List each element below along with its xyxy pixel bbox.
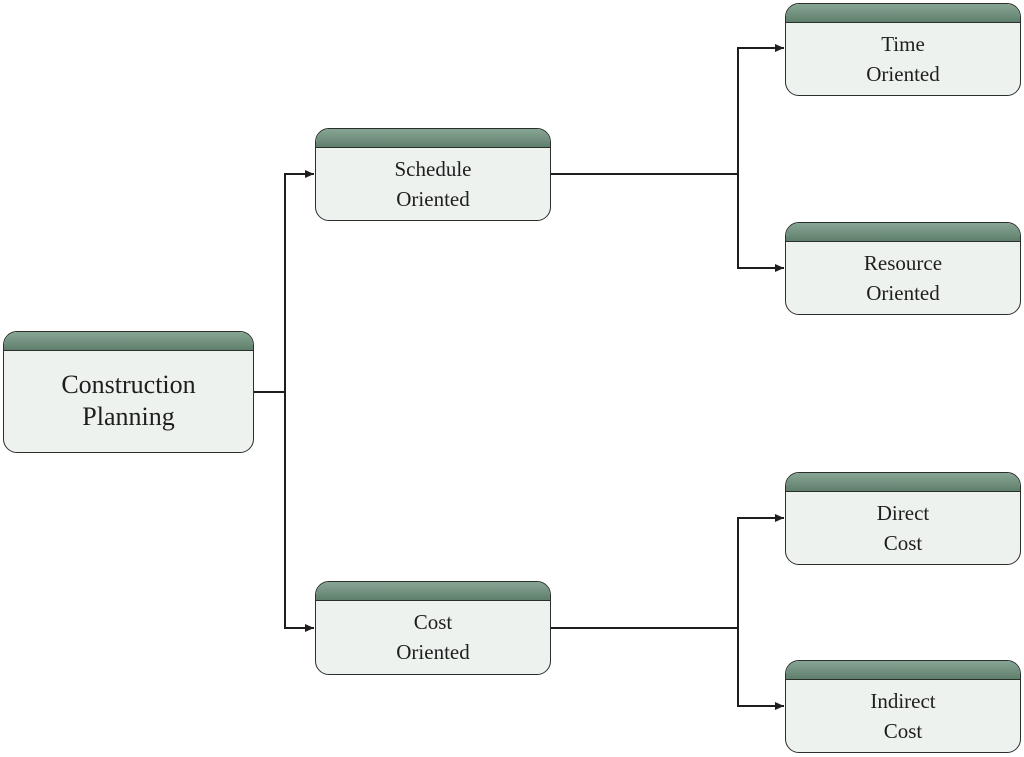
node-cost-oriented: Cost Oriented [315,581,551,675]
node-label-line: Oriented [396,640,470,664]
connector-schedule-to-resource [737,174,784,272]
node-construction-planning: Construction Planning [3,331,254,453]
node-header-band [316,582,550,601]
node-label: Resource Oriented [786,241,1020,314]
node-label-line: Cost [883,530,923,555]
node-label: Indirect Cost [786,679,1020,752]
node-label: Time Oriented [786,22,1020,95]
node-resource-oriented: Resource Oriented [785,222,1021,315]
node-label: Construction Planning [4,350,253,452]
node-label-line: Planning [82,402,175,431]
connector-root-to-cost [284,392,314,632]
node-label-line: Direct [876,500,930,525]
node-direct-cost: Direct Cost [785,472,1021,565]
node-label-line: Indirect [870,688,936,713]
node-header-band [316,129,550,148]
node-label-line: Time [881,31,925,56]
node-label-line: Cost [883,718,923,743]
node-label-line: Resource [863,250,943,275]
node-label-line: Oriented [866,280,940,305]
connector-cost-to-direct [737,514,784,628]
node-header-band [4,332,253,351]
node-label: Direct Cost [786,491,1020,564]
node-label-line: Oriented [866,61,940,86]
node-label: Cost Oriented [316,600,550,674]
connector-schedule-to-time [737,44,784,174]
node-label-line: Construction [61,370,196,399]
node-header-band [786,223,1020,242]
node-time-oriented: Time Oriented [785,3,1021,96]
node-schedule-oriented: Schedule Oriented [315,128,551,221]
connector-root-to-schedule [284,170,314,392]
node-header-band [786,473,1020,492]
node-label-line: Cost [413,610,453,634]
node-header-band [786,661,1020,680]
connector-cost-to-indirect [737,628,784,710]
node-label-line: Schedule [394,156,472,181]
node-indirect-cost: Indirect Cost [785,660,1021,753]
node-header-band [786,4,1020,23]
node-label: Schedule Oriented [316,147,550,220]
node-label-line: Oriented [396,186,470,211]
